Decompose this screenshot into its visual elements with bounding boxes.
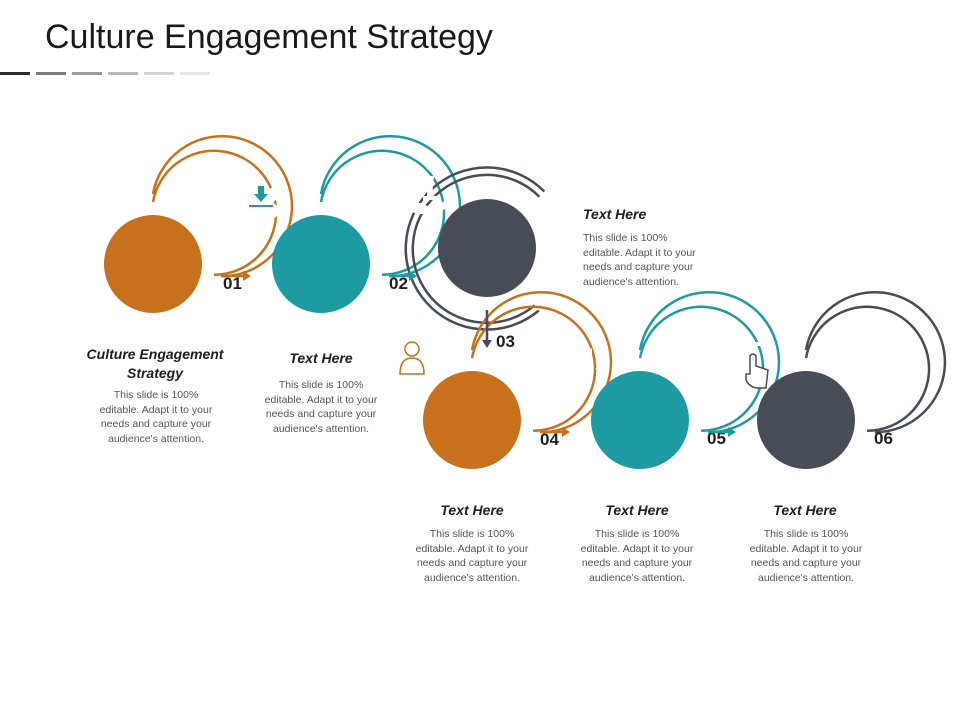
step-04-title: Text Here	[440, 502, 504, 518]
title-underline-segment-4	[108, 72, 138, 75]
step-01-number: 01	[223, 274, 242, 293]
step-04-number: 04	[540, 430, 559, 449]
step-06-description: This slide is 100% editable. Adapt it to…	[749, 528, 863, 584]
step-03-number: 03	[496, 332, 515, 351]
title-underline-segment-3	[72, 72, 102, 75]
title-underline-segment-5	[144, 72, 174, 75]
step-02-number: 02	[389, 274, 408, 293]
step-03-title: Text Here	[583, 206, 647, 222]
step-06-title: Text Here	[773, 502, 837, 518]
slide-title: Culture Engagement Strategy	[45, 18, 493, 56]
tablet-touch-icon	[720, 342, 770, 389]
mobile-megaphone-icon	[560, 334, 604, 386]
step-05-description: This slide is 100% editable. Adapt it to…	[580, 528, 694, 584]
step-01-description: This slide is 100% editable. Adapt it to…	[99, 389, 213, 445]
step-06-node	[706, 290, 947, 520]
step-01-node	[53, 134, 294, 364]
open-box-icon	[237, 185, 285, 226]
step-03-description: This slide is 100% editable. Adapt it to…	[583, 232, 696, 288]
step-04-node	[372, 290, 613, 520]
step-05-number: 05	[707, 429, 726, 448]
title-underline-segment-2	[36, 72, 66, 75]
step-06-rings	[757, 290, 947, 469]
title-underline-segment-1	[0, 72, 30, 75]
info-hand-icon	[407, 161, 453, 214]
title-underline-segment-6	[180, 72, 210, 75]
step-06-number: 06	[874, 429, 893, 448]
download-tray-icon	[70, 182, 116, 225]
step-01-title: Culture Engagement Strategy	[86, 346, 224, 381]
step-05-node	[540, 290, 781, 520]
step-02-node	[221, 134, 462, 364]
step-05-rings	[591, 290, 781, 469]
step-02-rings	[272, 134, 462, 313]
step-02-title: Text Here	[289, 350, 353, 366]
step-04-description: This slide is 100% editable. Adapt it to…	[415, 528, 529, 584]
step-05-title: Text Here	[605, 502, 669, 518]
step-01-rings	[104, 134, 294, 313]
step-02-description: This slide is 100% editable. Adapt it to…	[264, 379, 378, 435]
step-04-rings	[423, 290, 613, 469]
team-icon	[384, 341, 440, 375]
